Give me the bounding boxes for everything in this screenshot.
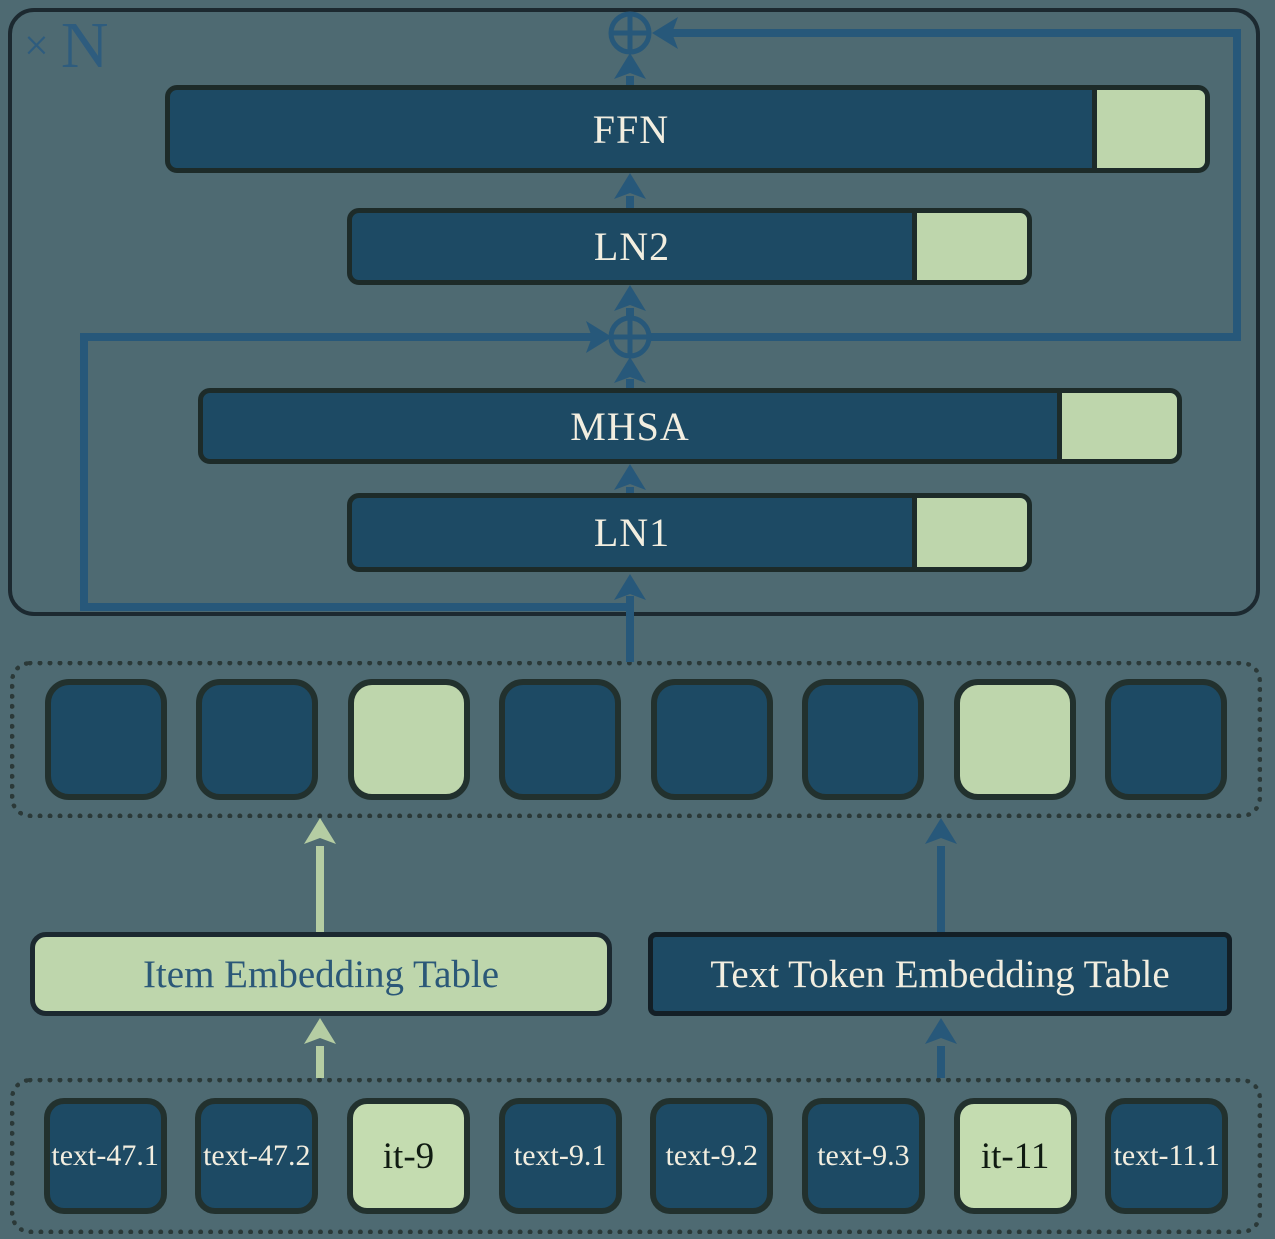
layer-ffn-item-segment bbox=[1092, 90, 1205, 168]
layer-mhsa: MHSA bbox=[198, 388, 1182, 464]
arrowhead-item-table bbox=[304, 1018, 336, 1044]
embedded-token-item bbox=[953, 679, 1076, 800]
embedded-token-text bbox=[196, 679, 319, 800]
embedded-token-text bbox=[650, 679, 773, 800]
input-token-item: it-9 bbox=[346, 1098, 470, 1214]
item-embedding-table-label: Item Embedding Table bbox=[142, 952, 500, 996]
multiply-symbol: × bbox=[24, 21, 49, 70]
item-embedding-table: Item Embedding Table bbox=[30, 932, 612, 1016]
input-token: text-47.2 bbox=[195, 1098, 319, 1214]
layer-ln1-label: LN1 bbox=[593, 510, 671, 555]
layer-ln1-item-segment bbox=[912, 498, 1027, 567]
layer-ln2-label: LN2 bbox=[593, 224, 671, 269]
layer-ln2: LN2 bbox=[347, 208, 1032, 285]
layer-ln2-item-segment bbox=[912, 213, 1027, 280]
input-token: text-9.1 bbox=[498, 1098, 622, 1214]
embedded-token-text bbox=[499, 679, 622, 800]
embedded-token-row bbox=[10, 661, 1262, 818]
repeat-count: N bbox=[60, 9, 109, 82]
input-token: text-9.3 bbox=[801, 1098, 925, 1214]
embedded-token-text bbox=[802, 679, 925, 800]
layer-ffn-label: FFN bbox=[592, 106, 670, 152]
input-token: text-11.1 bbox=[1105, 1098, 1229, 1214]
arrowhead-item-up bbox=[304, 818, 336, 844]
embedded-token-text bbox=[44, 679, 167, 800]
text-token-embedding-table-label: Text Token Embedding Table bbox=[710, 952, 1170, 996]
layer-mhsa-item-segment bbox=[1057, 393, 1177, 459]
layer-mhsa-label: MHSA bbox=[570, 403, 690, 449]
input-token: text-9.2 bbox=[650, 1098, 774, 1214]
embedded-token-text bbox=[1105, 679, 1228, 800]
arrowhead-text-table bbox=[925, 1018, 957, 1044]
layer-ln1: LN1 bbox=[347, 493, 1032, 572]
transformer-block-outline bbox=[8, 8, 1260, 616]
text-token-embedding-table: Text Token Embedding Table bbox=[648, 932, 1232, 1016]
input-token-row: text-47.1 text-47.2 it-9 text-9.1 text-9… bbox=[10, 1078, 1262, 1234]
arrowhead-text-up bbox=[925, 818, 957, 844]
layer-ffn: FFN bbox=[165, 85, 1210, 173]
input-token: text-47.1 bbox=[43, 1098, 167, 1214]
input-token-item: it-11 bbox=[953, 1098, 1077, 1214]
repeat-n-label: × N bbox=[24, 6, 109, 86]
embedded-token-item bbox=[347, 679, 470, 800]
